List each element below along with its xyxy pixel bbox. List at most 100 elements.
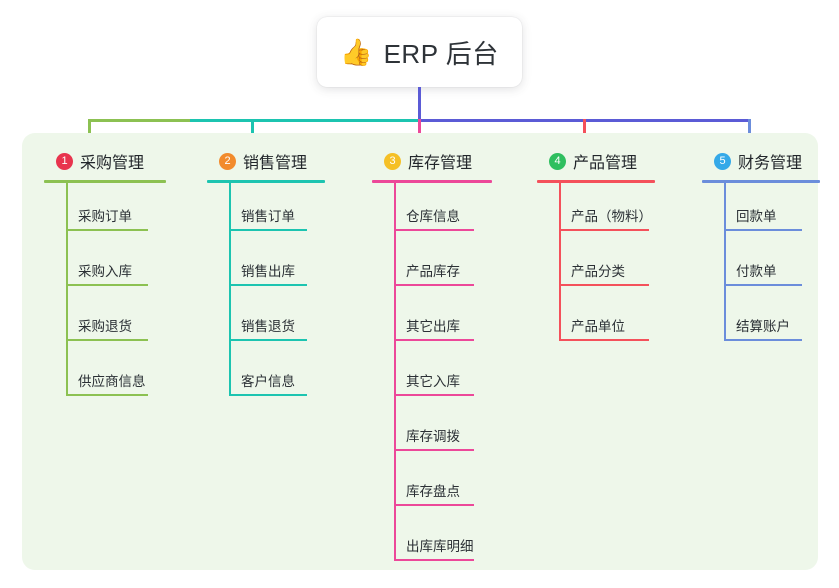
branch-item-underline <box>394 449 474 451</box>
branch-item-label: 供应商信息 <box>78 374 146 389</box>
branch-number-badge: 2 <box>219 152 236 170</box>
branch-header[interactable]: 4 产品管理 <box>537 147 687 175</box>
branch-item-underline <box>66 394 148 396</box>
branch-item-underline <box>394 284 474 286</box>
branch-spine <box>724 183 726 341</box>
branch-item-list: 回款单付款单结算账户 <box>702 183 839 348</box>
branch-underline <box>372 180 492 183</box>
branch-item-label: 产品单位 <box>571 319 625 334</box>
branch-item-label: 客户信息 <box>241 374 295 389</box>
branch-item-label: 结算账户 <box>736 319 790 334</box>
branch-header[interactable]: 5 财务管理 <box>702 147 839 175</box>
branch-item-label: 回款单 <box>736 209 777 224</box>
branch-underline <box>537 180 655 183</box>
branch-underline <box>44 180 166 183</box>
branch-item[interactable]: 库存调拨 <box>372 403 522 458</box>
branch-item-label: 产品（物料） <box>571 209 652 224</box>
branch-number-badge: 3 <box>384 152 401 170</box>
branch-spine <box>394 183 396 561</box>
branch-title: 财务管理 <box>738 155 803 172</box>
branch-item-label: 其它入库 <box>406 374 460 389</box>
branch-item-underline <box>394 339 474 341</box>
branch-item-underline <box>559 229 649 231</box>
branch-item-list: 采购订单采购入库采购退货供应商信息 <box>44 183 194 403</box>
branch-title: 销售管理 <box>243 155 308 172</box>
branch-item-list: 产品（物料） 产品分类产品单位 <box>537 183 687 348</box>
branch-item[interactable]: 采购退货 <box>44 293 194 348</box>
branch-item-label: 产品库存 <box>406 264 460 279</box>
branch-item-underline <box>229 339 307 341</box>
branch-item[interactable]: 其它出库 <box>372 293 522 348</box>
branch-item-underline <box>724 229 802 231</box>
branch-column: 2 销售管理销售订单销售出库销售退货客户信息 <box>207 147 357 403</box>
branch-item[interactable]: 销售出库 <box>207 238 357 293</box>
branch-item-underline <box>559 284 649 286</box>
branch-item-label: 库存盘点 <box>406 484 460 499</box>
branch-item[interactable]: 仓库信息 <box>372 183 522 238</box>
branch-item-label: 采购入库 <box>78 264 132 279</box>
branch-item-label: 销售订单 <box>241 209 295 224</box>
branch-item-label: 付款单 <box>736 264 777 279</box>
branch-item-underline <box>394 229 474 231</box>
branch-item[interactable]: 客户信息 <box>207 348 357 403</box>
branch-item-label: 其它出库 <box>406 319 460 334</box>
connector-bus-seg-2 <box>190 119 420 122</box>
branch-number-badge: 5 <box>714 152 731 170</box>
branch-item[interactable]: 产品分类 <box>537 238 687 293</box>
branch-item-underline <box>229 284 307 286</box>
branch-item-list: 销售订单销售出库销售退货客户信息 <box>207 183 357 403</box>
branch-item-underline <box>559 339 649 341</box>
branch-item-underline <box>394 394 474 396</box>
branch-underline <box>702 180 820 183</box>
branch-title: 产品管理 <box>573 155 638 172</box>
branch-item[interactable]: 回款单 <box>702 183 839 238</box>
branch-item[interactable]: 销售订单 <box>207 183 357 238</box>
connector-bus-seg-1 <box>88 119 192 122</box>
branch-underline <box>207 180 325 183</box>
branch-item-underline <box>724 284 802 286</box>
branch-item-underline <box>724 339 802 341</box>
branch-item[interactable]: 销售退货 <box>207 293 357 348</box>
branch-item[interactable]: 供应商信息 <box>44 348 194 403</box>
branch-item-label: 仓库信息 <box>406 209 460 224</box>
branch-item[interactable]: 产品库存 <box>372 238 522 293</box>
root-node-title: ERP 后台 <box>383 38 499 69</box>
branch-item-underline <box>229 394 307 396</box>
branch-item-underline <box>229 229 307 231</box>
branch-item-list: 仓库信息产品库存其它出库其它入库库存调拨库存盘点出库库明细 <box>372 183 522 568</box>
thumbs-up-icon: 👍 <box>340 37 373 67</box>
branch-item-underline <box>66 339 148 341</box>
branch-item[interactable]: 产品（物料） <box>537 183 687 238</box>
branch-item[interactable]: 出库库明细 <box>372 513 522 568</box>
branch-item-underline <box>66 284 148 286</box>
branch-item-label: 采购退货 <box>78 319 132 334</box>
branch-item[interactable]: 采购入库 <box>44 238 194 293</box>
connector-center-stem <box>418 87 421 121</box>
branch-number-badge: 1 <box>56 152 73 170</box>
root-node-card[interactable]: 👍 ERP 后台 <box>317 17 522 87</box>
branch-spine <box>229 183 231 396</box>
branch-column: 5 财务管理回款单付款单结算账户 <box>702 147 839 348</box>
branch-column: 4 产品管理产品（物料） 产品分类产品单位 <box>537 147 687 348</box>
branch-item[interactable]: 付款单 <box>702 238 839 293</box>
branch-item[interactable]: 库存盘点 <box>372 458 522 513</box>
branch-spine <box>559 183 561 341</box>
branch-item[interactable]: 结算账户 <box>702 293 839 348</box>
branch-item-underline <box>66 229 148 231</box>
branch-item[interactable]: 其它入库 <box>372 348 522 403</box>
branch-item-label: 库存调拨 <box>406 429 460 444</box>
branch-item-label: 销售出库 <box>241 264 295 279</box>
branch-header[interactable]: 2 销售管理 <box>207 147 357 175</box>
branch-number-badge: 4 <box>549 152 566 170</box>
branch-item-label: 采购订单 <box>78 209 132 224</box>
branch-item[interactable]: 产品单位 <box>537 293 687 348</box>
branch-spine <box>66 183 68 396</box>
branch-item[interactable]: 采购订单 <box>44 183 194 238</box>
branch-item-label: 产品分类 <box>571 264 625 279</box>
